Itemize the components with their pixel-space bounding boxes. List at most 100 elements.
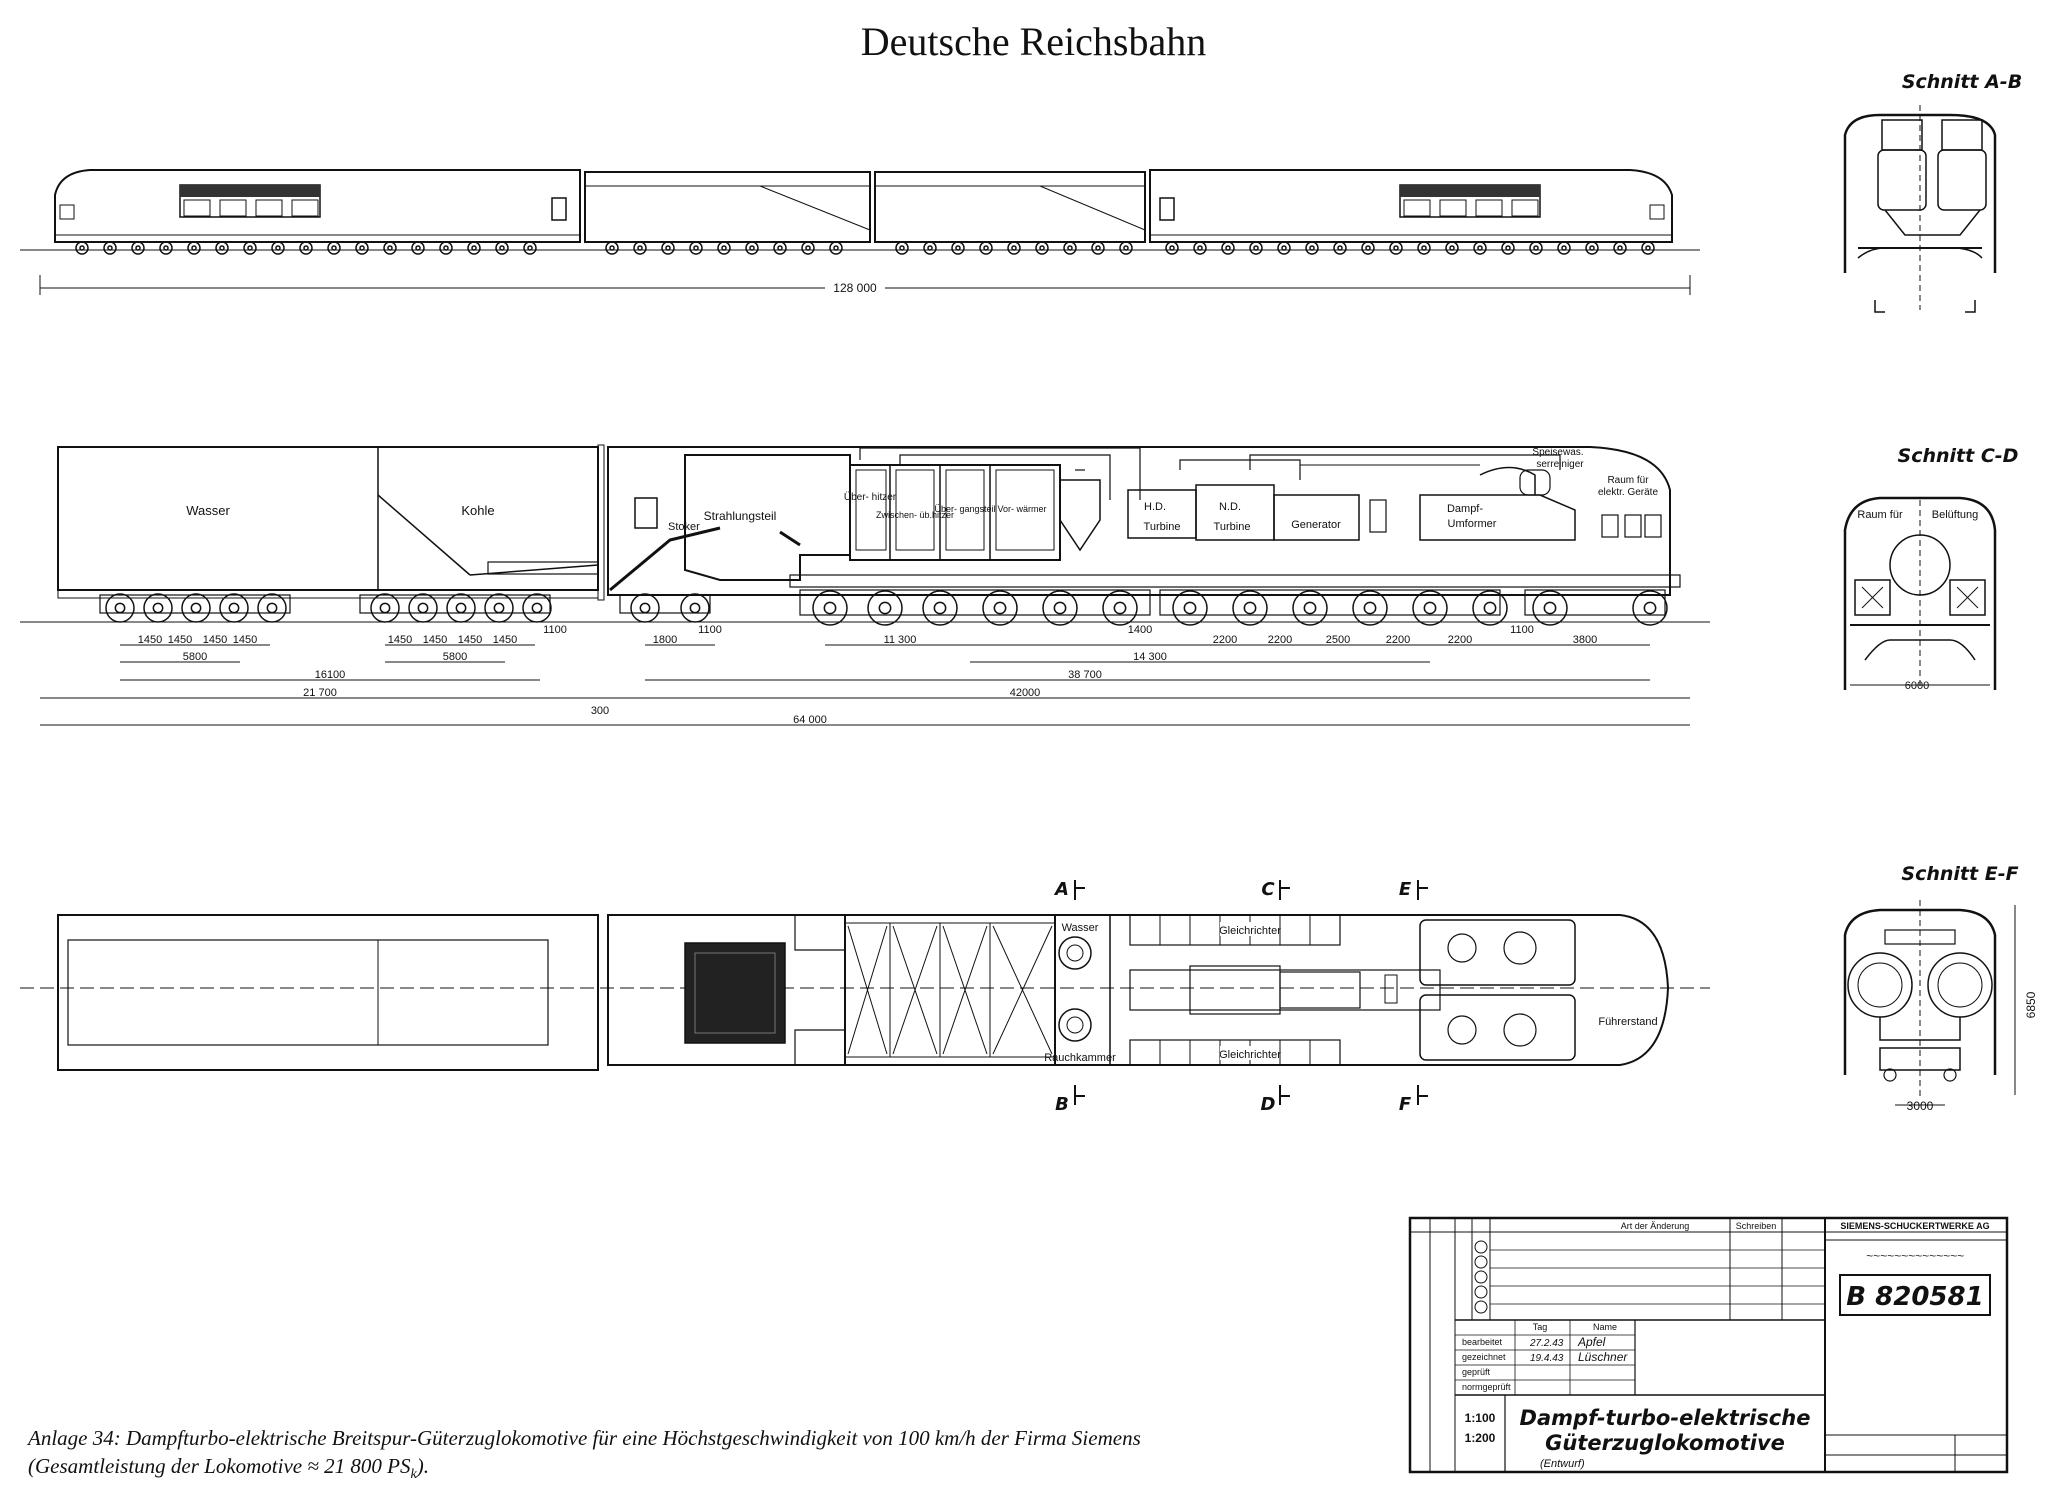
dim-38700: 38 700 bbox=[1068, 669, 1102, 681]
loco-wheel bbox=[1102, 590, 1138, 626]
loco-wheel bbox=[1232, 590, 1268, 626]
side-wheel-hub bbox=[79, 245, 85, 251]
side-wheel-hub bbox=[721, 245, 727, 251]
side-wheel-hub bbox=[1533, 245, 1539, 251]
side-wheel bbox=[1585, 241, 1599, 255]
dim-5800-b: 5800 bbox=[443, 651, 467, 663]
side-wheel-hub bbox=[1169, 245, 1175, 251]
side-wheel bbox=[829, 241, 843, 255]
dim-21700: 21 700 bbox=[303, 687, 337, 699]
side-wheel bbox=[75, 241, 89, 255]
side-wheel bbox=[1063, 241, 1077, 255]
dim-14300: 14 300 bbox=[1133, 651, 1167, 663]
dim-1450-d: 1450 bbox=[233, 634, 257, 646]
label-speise1: Speisewas. bbox=[1532, 447, 1583, 458]
side-wheel bbox=[633, 241, 647, 255]
side-wheel-hub bbox=[107, 245, 113, 251]
tb-entwurf: (Entwurf) bbox=[1540, 1458, 1585, 1470]
label-belueftung: Belüftung bbox=[1932, 509, 1978, 521]
side-wheel bbox=[1091, 241, 1105, 255]
side-wheel bbox=[923, 241, 937, 255]
side-wheel bbox=[801, 241, 815, 255]
dim-2200-b: 2200 bbox=[1268, 634, 1292, 646]
side-wheel bbox=[103, 241, 117, 255]
dim-2500: 2500 bbox=[1326, 634, 1350, 646]
side-wheel-hub bbox=[1337, 245, 1343, 251]
tb-sign-1: Apfel bbox=[1577, 1335, 1606, 1349]
loco-wheel-hub bbox=[993, 601, 1007, 615]
caption-line-2-sub: k bbox=[410, 1467, 417, 1483]
side-wheel-hub bbox=[527, 245, 533, 251]
side-wheel-hub bbox=[1011, 245, 1017, 251]
label-plan-wasser: Wasser bbox=[1062, 922, 1099, 934]
label-raum2: elektr. Geräte bbox=[1598, 487, 1658, 498]
tender-wheel-hub bbox=[266, 602, 278, 614]
loco-wheel bbox=[1472, 590, 1508, 626]
section-ab-title: Schnitt A-B bbox=[1902, 71, 2022, 93]
tb-tag: Tag bbox=[1533, 1322, 1548, 1332]
side-wheel bbox=[1035, 241, 1049, 255]
cut-b: B bbox=[1055, 1094, 1069, 1115]
loco-wheel bbox=[1042, 590, 1078, 626]
side-wheel bbox=[745, 241, 759, 255]
side-wheel bbox=[895, 241, 909, 255]
side-wheel bbox=[243, 241, 257, 255]
dim-1450-c: 1450 bbox=[203, 634, 227, 646]
dim-1100-c: 1100 bbox=[1510, 624, 1534, 636]
side-wheel bbox=[1417, 241, 1431, 255]
side-wheel-hub bbox=[777, 245, 783, 251]
section-ef-title: Schnitt E-F bbox=[1901, 863, 2018, 885]
side-wheel bbox=[1529, 241, 1543, 255]
side-wheel bbox=[159, 241, 173, 255]
tender-wheel-hub bbox=[190, 602, 202, 614]
loco-wheel-hub bbox=[1183, 601, 1197, 615]
side-wheel-hub bbox=[983, 245, 989, 251]
label-nd-turbine: Turbine bbox=[1214, 521, 1251, 533]
loco-wheel-hub bbox=[1053, 601, 1067, 615]
side-wheel bbox=[1557, 241, 1571, 255]
tender-wheel bbox=[143, 593, 173, 623]
dim-1450-f: 1450 bbox=[423, 634, 447, 646]
loco-wheel bbox=[1172, 590, 1208, 626]
tb-company: SIEMENS-SCHUCKERTWERKE AG bbox=[1840, 1221, 1989, 1231]
tender-wheel bbox=[630, 593, 660, 623]
side-wheel-hub bbox=[1039, 245, 1045, 251]
side-wheel bbox=[1333, 241, 1347, 255]
side-wheel-hub bbox=[1309, 245, 1315, 251]
side-wheel-hub bbox=[1589, 245, 1595, 251]
loco-wheel-hub bbox=[878, 601, 892, 615]
dim-1100-a: 1100 bbox=[543, 624, 567, 636]
side-wheel-hub bbox=[135, 245, 141, 251]
tb-row-2: gezeichnet bbox=[1462, 1352, 1506, 1362]
side-wheel-hub bbox=[1281, 245, 1287, 251]
side-wheel-hub bbox=[899, 245, 905, 251]
side-wheel bbox=[1473, 241, 1487, 255]
side-wheel-hub bbox=[415, 245, 421, 251]
dim-6850: 6850 bbox=[2024, 991, 2038, 1018]
tender-wheel-hub bbox=[152, 602, 164, 614]
side-wheel bbox=[271, 241, 285, 255]
tb-schreiben: Schreiben bbox=[1736, 1221, 1777, 1231]
label-vorwaermer: Vor- wärmer bbox=[997, 504, 1046, 514]
side-wheel-hub bbox=[471, 245, 477, 251]
tb-scale-1: 1:100 bbox=[1465, 1411, 1496, 1425]
side-wheel bbox=[1445, 241, 1459, 255]
side-wheel bbox=[383, 241, 397, 255]
tender-wheel bbox=[446, 593, 476, 623]
loco-wheel bbox=[812, 590, 848, 626]
label-uebergang: Über- gangsteil bbox=[934, 504, 995, 514]
elevation-view: Wasser Kohle Stoker Strahlungsteil Über-… bbox=[20, 444, 1710, 726]
side-wheel-hub bbox=[219, 245, 225, 251]
dim-1450-b: 1450 bbox=[168, 634, 192, 646]
section-ab: Schnitt A-B bbox=[1843, 71, 2022, 313]
loco-wheel bbox=[1352, 590, 1388, 626]
side-wheel-hub bbox=[927, 245, 933, 251]
dim-1450-g: 1450 bbox=[458, 634, 482, 646]
tender-wheel-hub bbox=[114, 602, 126, 614]
label-wasser: Wasser bbox=[186, 503, 230, 518]
loco-wheel-hub bbox=[1543, 601, 1557, 615]
loco-wheel bbox=[1532, 590, 1568, 626]
side-wheel-hub bbox=[833, 245, 839, 251]
label-plan-rauchkammer: Rauchkammer bbox=[1044, 1052, 1116, 1064]
side-wheel-hub bbox=[1421, 245, 1427, 251]
